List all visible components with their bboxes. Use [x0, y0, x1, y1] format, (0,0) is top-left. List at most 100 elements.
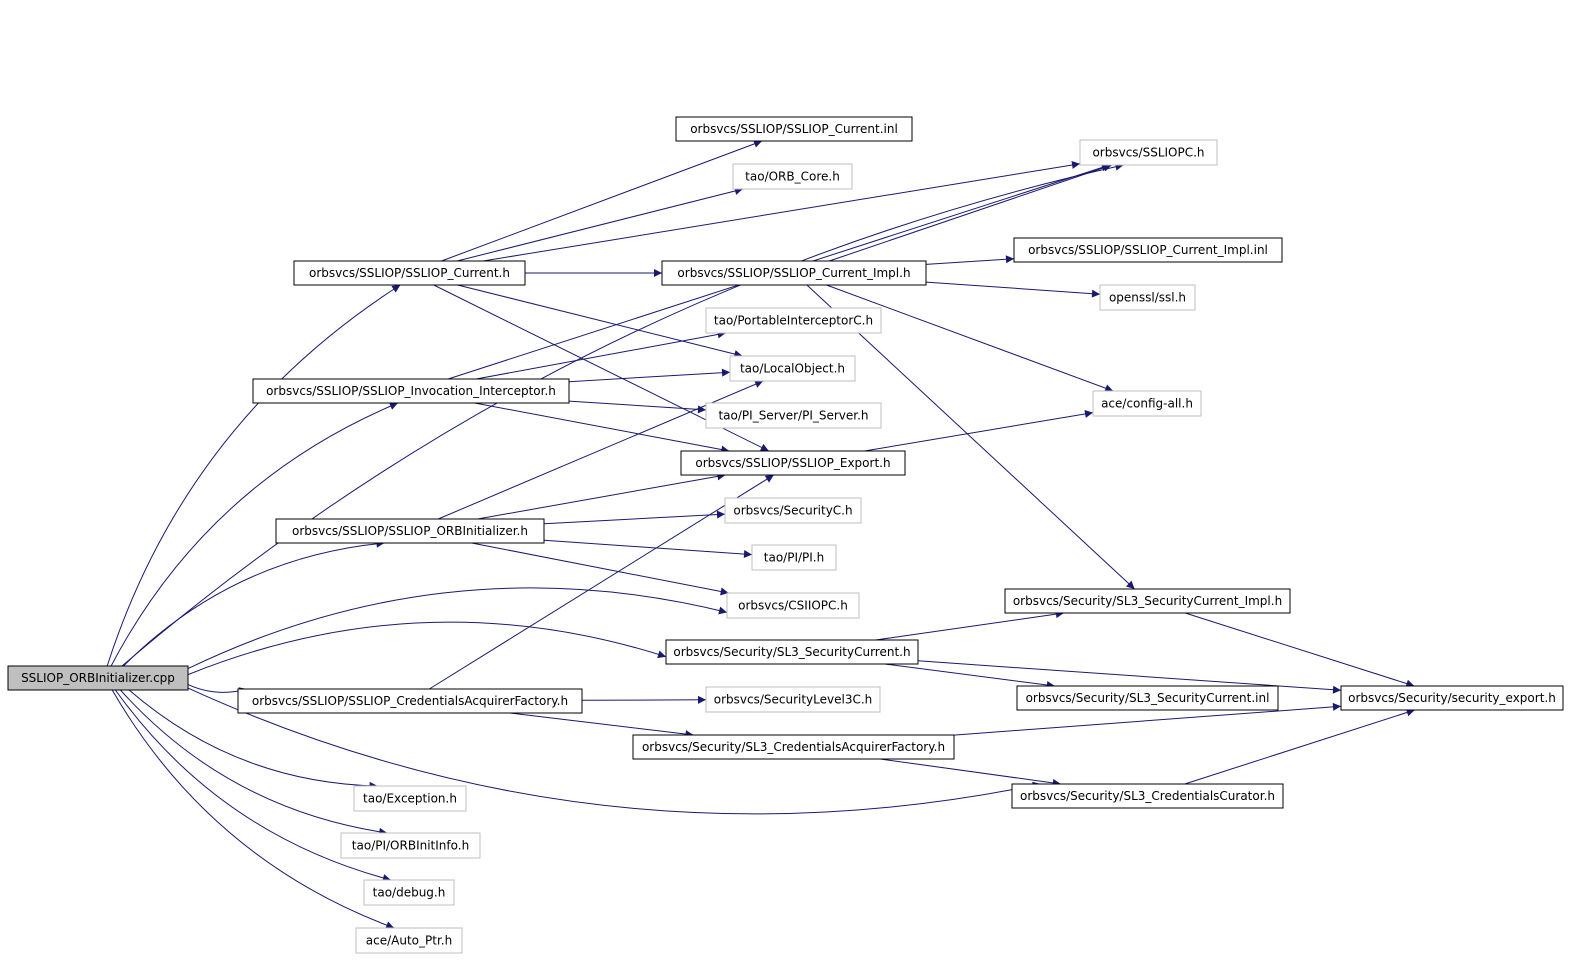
node-securityc: orbsvcs/SecurityC.h — [724, 497, 862, 524]
edge-cur_h-to-orbcore — [456, 187, 744, 262]
node-box — [1079, 139, 1218, 166]
node-orbinitinfo: tao/PI/ORBInitInfo.h — [340, 832, 481, 859]
node-box — [665, 639, 919, 665]
node-label: tao/PI/ORBInitInfo.h — [352, 839, 469, 853]
edge-cur_impl_h-to-cur_impl_inl — [925, 255, 1015, 265]
edge-cur_h-to-cur_inl — [441, 140, 763, 262]
node-box — [751, 544, 837, 571]
node-box — [340, 832, 481, 859]
node-sslioppc: orbsvcs/SSLIOPC.h — [1079, 139, 1218, 166]
node-orbcore: tao/ORB_Core.h — [732, 163, 853, 190]
node-label: orbsvcs/SSLIOP/SSLIOP_Current.inl — [690, 122, 898, 136]
edge-root-to-debug — [114, 689, 392, 882]
edge-cur_h-to-export — [433, 284, 770, 452]
node-label: orbsvcs/SSLIOP/SSLIOP_Current.h — [309, 266, 510, 280]
edge-root-to-sl3_curator — [187, 687, 1041, 815]
node-box — [705, 307, 882, 334]
node-box — [252, 378, 570, 404]
edge-orbinit-to-securityc — [543, 510, 726, 525]
node-csiiopc: orbsvcs/CSIIOPC.h — [726, 592, 860, 619]
node-debug: tao/debug.h — [363, 879, 455, 906]
node-cur_impl_h[interactable]: orbsvcs/SSLIOP/SSLIOP_Current_Impl.h — [661, 260, 927, 286]
node-label: tao/PI_Server/PI_Server.h — [718, 409, 868, 423]
node-label: orbsvcs/Security/SL3_SecurityCurrent.h — [673, 645, 910, 659]
edge-cur_impl_h-to-sslioppc — [829, 163, 1112, 262]
node-box — [729, 355, 856, 382]
node-label: tao/PortableInterceptorC.h — [714, 314, 873, 328]
node-label: orbsvcs/SSLIOPC.h — [1092, 146, 1204, 160]
edge-root-to-sslioppc — [121, 162, 1124, 667]
node-label: tao/debug.h — [373, 886, 446, 900]
node-invoc[interactable]: orbsvcs/SSLIOP/SSLIOP_Invocation_Interce… — [252, 378, 570, 404]
edge-sl3_cur-to-sl3_cur_inl — [884, 663, 1055, 689]
node-label: SSLIOP_ORBInitializer.cpp — [21, 671, 175, 685]
node-box — [293, 260, 526, 286]
node-aceconfig: ace/config-all.h — [1092, 390, 1202, 417]
node-sl3_impl[interactable]: orbsvcs/Security/SL3_SecurityCurrent_Imp… — [1004, 588, 1291, 614]
node-exception: tao/Exception.h — [353, 785, 467, 812]
node-sl3_credfact[interactable]: orbsvcs/Security/SL3_CredentialsAcquirer… — [632, 734, 955, 760]
edge-sl3_cur-to-sl3_impl — [875, 610, 1064, 641]
node-box — [1004, 588, 1291, 614]
node-box — [1011, 783, 1284, 809]
node-box — [1099, 284, 1196, 311]
edge-root-to-sl3_cur — [187, 621, 667, 676]
edge-root-to-invoc — [110, 402, 399, 667]
edge-root-to-orbinitinfo — [120, 689, 388, 836]
node-cur_inl[interactable]: orbsvcs/SSLIOP/SSLIOP_Current.inl — [675, 116, 913, 142]
node-secexport[interactable]: orbsvcs/Security/security_export.h — [1340, 685, 1564, 711]
edge-cur_impl_h-to-openssl — [925, 281, 1101, 298]
edge-sl3_credfact-to-sl3_curator — [880, 758, 1061, 787]
node-root[interactable]: SSLIOP_ORBInitializer.cpp — [7, 665, 189, 691]
node-box — [363, 879, 455, 906]
node-box — [726, 592, 860, 619]
node-label: openssl/ssl.h — [1109, 291, 1186, 305]
edge-invoc-to-piserver — [568, 400, 707, 414]
node-label: orbsvcs/Security/SL3_SecurityCurrent.inl — [1026, 691, 1270, 705]
node-box — [237, 688, 583, 714]
node-box — [724, 497, 862, 524]
node-label: ace/config-all.h — [1101, 397, 1193, 411]
edge-credfact-to-seclevel3 — [581, 695, 707, 704]
node-box — [632, 734, 955, 760]
edge-cur_h-to-sslioppc — [483, 161, 1081, 262]
edge-invoc-to-portable — [476, 330, 726, 380]
node-cur_impl_inl[interactable]: orbsvcs/SSLIOP/SSLIOP_Current_Impl.inl — [1013, 237, 1283, 263]
edge-sl3_impl-to-secexport — [1185, 612, 1415, 688]
node-sl3_cur_inl[interactable]: orbsvcs/Security/SL3_SecurityCurrent.inl — [1016, 685, 1279, 711]
node-label: orbsvcs/SecurityC.h — [733, 504, 852, 518]
node-export[interactable]: orbsvcs/SSLIOP/SSLIOP_Export.h — [680, 450, 906, 476]
edge-cur_impl_h-to-aceconfig — [826, 284, 1114, 392]
edge-credfact-to-sl3_credfact — [509, 712, 694, 739]
node-autoptr: ace/Auto_Ptr.h — [355, 927, 463, 954]
node-label: orbsvcs/SSLIOP/SSLIOP_Current_Impl.inl — [1028, 243, 1268, 257]
node-piserver: tao/PI_Server/PI_Server.h — [705, 402, 882, 429]
edge-invoc-to-localobj — [568, 368, 731, 383]
node-label: orbsvcs/Security/SL3_SecurityCurrent_Imp… — [1013, 594, 1282, 608]
node-pi: tao/PI/PI.h — [751, 544, 837, 571]
node-box — [275, 518, 545, 544]
node-orbinit[interactable]: orbsvcs/SSLIOP/SSLIOP_ORBInitializer.h — [275, 518, 545, 544]
edge-invoc-to-export — [474, 402, 730, 454]
edge-root-to-csiiopc — [187, 587, 728, 670]
edge-export-to-aceconfig — [864, 409, 1094, 452]
node-label: orbsvcs/SSLIOP/SSLIOP_Export.h — [695, 456, 890, 470]
node-box — [661, 260, 927, 286]
node-box — [7, 665, 189, 691]
edge-root-to-cur_h — [106, 284, 401, 667]
node-label: orbsvcs/SecurityLevel3C.h — [714, 693, 873, 707]
edge-orbinit-to-localobj — [438, 380, 764, 520]
node-box — [353, 785, 467, 812]
edge-orbinit-to-csiiopc — [471, 542, 729, 596]
node-sl3_cur[interactable]: orbsvcs/Security/SL3_SecurityCurrent.h — [665, 639, 919, 665]
node-label: orbsvcs/CSIIOPC.h — [738, 599, 848, 613]
node-box — [355, 927, 463, 954]
node-sl3_curator[interactable]: orbsvcs/Security/SL3_CredentialsCurator.… — [1011, 783, 1284, 809]
node-box — [1016, 685, 1279, 711]
node-credfact[interactable]: orbsvcs/SSLIOP/SSLIOP_CredentialsAcquire… — [237, 688, 583, 714]
node-label: orbsvcs/SSLIOP/SSLIOP_Current_Impl.h — [677, 266, 910, 280]
node-label: orbsvcs/Security/SL3_CredentialsAcquirer… — [642, 740, 945, 754]
edge-layer — [106, 140, 1415, 929]
edge-orbinit-to-export — [477, 472, 726, 520]
node-cur_h[interactable]: orbsvcs/SSLIOP/SSLIOP_Current.h — [293, 260, 526, 286]
